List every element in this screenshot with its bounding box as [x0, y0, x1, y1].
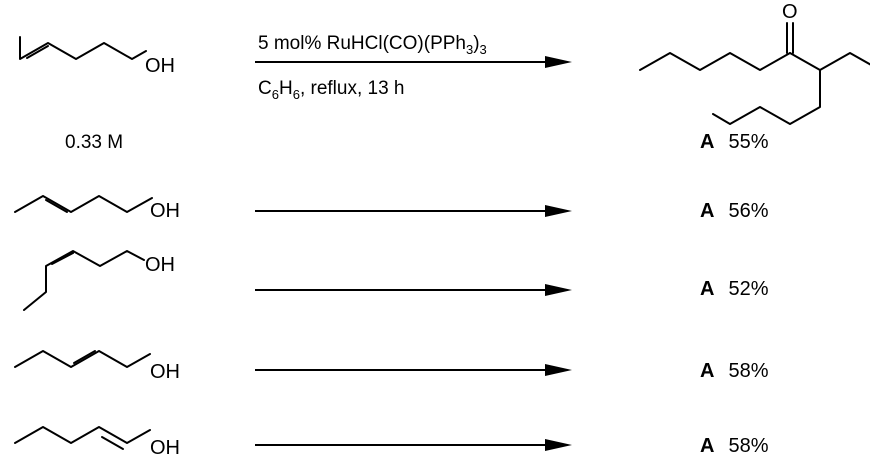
product-carbonyl-o-label: O [782, 1, 798, 23]
substrate-4-oh-label: OH [150, 361, 180, 383]
substrate-1-oh-label: OH [145, 55, 175, 77]
substrate-3-oh-label: OH [145, 254, 175, 276]
solvent-conditions-label: C6H6, reflux, 13 h [258, 78, 405, 102]
reaction-arrow-3 [255, 284, 572, 296]
substrate-3-structure: OH [23, 250, 175, 311]
substrate-5-structure: OH [14, 426, 180, 454]
reaction-arrow-5 [255, 439, 572, 451]
product-a-structure: O OH [639, 1, 870, 125]
reaction-arrow-1 [255, 56, 572, 68]
reaction-arrow-4 [255, 364, 572, 376]
substrate-5-oh-label: OH [150, 437, 180, 454]
substrate-2-structure: OH [14, 195, 180, 222]
substrate-4-structure: OH [14, 350, 180, 383]
concentration-label: 0.33 M [65, 132, 123, 153]
substrate-1-structure: OH [19, 36, 175, 77]
reaction-arrow-2 [255, 205, 572, 217]
catalyst-label: 5 mol% RuHCl(CO)(PPh3)3 [258, 33, 487, 57]
substrate-2-oh-label: OH [150, 200, 180, 222]
